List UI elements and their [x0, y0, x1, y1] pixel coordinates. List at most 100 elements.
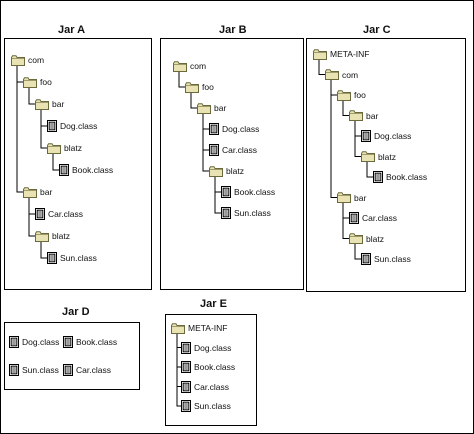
folder-icon [325, 69, 339, 80]
folder-icon [23, 76, 37, 88]
class-file-icon [9, 336, 19, 348]
tree-node-label: Book.class [76, 337, 118, 347]
tree-node-foo[interactable]: foo [23, 75, 52, 89]
tree-node-label: foo [40, 77, 52, 87]
tree-node-label: META-INF [330, 49, 370, 59]
tree-node-label: META-INF [188, 323, 228, 333]
tree-node-com[interactable]: com [11, 53, 44, 67]
class-file-icon [35, 208, 45, 220]
tree-node-label: Dog.class [22, 337, 60, 347]
tree-node-book-class[interactable]: Book.class [59, 163, 113, 177]
tree-node-com[interactable]: com [173, 59, 206, 73]
tree-node-dog-class[interactable]: Dog.class [209, 122, 259, 136]
jar-e-title: Jar E [200, 298, 227, 310]
tree-node-label: Car.class [76, 365, 111, 375]
tree-node-label: Dog.class [60, 121, 98, 131]
tree-node-blatz[interactable]: blatz [361, 150, 396, 164]
tree-node-blatz[interactable]: blatz [349, 232, 384, 246]
folder-icon [35, 98, 49, 110]
folder-icon [35, 230, 49, 242]
folder-icon [337, 89, 351, 101]
tree-node-label: Dog.class [222, 124, 260, 134]
tree-node-label: Car.class [222, 145, 257, 155]
folder-icon [47, 142, 61, 154]
class-file-icon [59, 164, 69, 176]
tree-node-label: Book.class [386, 172, 428, 182]
tree-node-bar[interactable]: bar [197, 101, 226, 115]
class-file-icon [9, 364, 19, 376]
folder-icon [361, 151, 375, 162]
jar-d-title: Jar D [62, 306, 90, 318]
tree-node-label: Car.class [48, 209, 83, 219]
tree-node-label: blatz [64, 143, 82, 153]
class-file-icon [63, 336, 73, 348]
tree-node-foo[interactable]: foo [185, 80, 214, 94]
tree-node-sun-class[interactable]: Sun.class [221, 206, 271, 220]
tree-node-label: Sun.class [194, 401, 231, 411]
tree-node-bar[interactable]: bar [35, 97, 64, 111]
tree-node-sun-class[interactable]: Sun.class [47, 251, 97, 265]
tree-node-car-class[interactable]: Car.class [63, 363, 111, 377]
folder-icon [11, 54, 25, 66]
class-file-icon [209, 144, 219, 156]
tree-node-bar[interactable]: bar [337, 191, 366, 205]
tree-node-meta-inf[interactable]: META-INF [313, 47, 370, 61]
class-file-icon [181, 341, 191, 354]
tree-node-label: com [28, 55, 45, 65]
tree-node-sun-class[interactable]: Sun.class [361, 252, 411, 266]
tree-node-blatz[interactable]: blatz [47, 141, 82, 155]
tree-node-bar[interactable]: bar [349, 109, 378, 123]
tree-node-blatz[interactable]: blatz [35, 229, 70, 243]
tree-node-sun-class[interactable]: Sun.class [9, 363, 59, 377]
tree-node-dog-class[interactable]: Dog.class [9, 335, 59, 349]
tree-node-dog-class[interactable]: Dog.class [361, 129, 411, 143]
tree-node-label: com [190, 61, 207, 71]
tree-node-label: Dog.class [194, 342, 232, 353]
tree-node-dog-class[interactable]: Dog.class [47, 119, 97, 133]
jar-c-title: Jar C [363, 24, 391, 36]
tree-node-com[interactable]: com [325, 68, 358, 82]
tree-node-label: bar [354, 192, 367, 203]
tree-node-label: blatz [52, 231, 70, 241]
tree-node-book-class[interactable]: Book.class [373, 170, 427, 184]
tree-node-label: bar [40, 187, 53, 197]
tree-node-bar[interactable]: bar [23, 185, 52, 199]
tree-node-label: foo [354, 90, 366, 100]
tree-node-book-class[interactable]: Book.class [221, 185, 275, 199]
folder-icon [171, 322, 185, 334]
tree-node-label: Book.class [194, 362, 236, 372]
tree-node-book-class[interactable]: Book.class [63, 335, 117, 349]
tree-node-car-class[interactable]: Car.class [35, 207, 83, 221]
tree-node-label: blatz [226, 166, 244, 176]
class-file-icon [63, 364, 73, 376]
tree-node-label: Book.class [234, 187, 276, 197]
tree-node-label: bar [366, 110, 379, 121]
tree-node-label: Car.class [362, 213, 397, 223]
jar-a-title: Jar A [58, 24, 86, 36]
tree-node-car-class[interactable]: Car.class [349, 211, 397, 225]
class-file-icon [181, 380, 191, 393]
folder-icon [197, 102, 211, 114]
tree-node-dog-class[interactable]: Dog.class [181, 341, 231, 355]
tree-node-car-class[interactable]: Car.class [181, 380, 229, 394]
tree-node-blatz[interactable]: blatz [209, 164, 244, 178]
class-file-icon [361, 130, 371, 142]
tree-node-meta-inf[interactable]: META-INF [171, 321, 228, 335]
tree-node-car-class[interactable]: Car.class [209, 143, 257, 157]
tree-node-sun-class[interactable]: Sun.class [181, 399, 231, 413]
folder-icon [313, 48, 327, 60]
tree-node-label: Sun.class [234, 208, 271, 218]
folder-icon [337, 192, 351, 203]
tree-node-foo[interactable]: foo [337, 88, 366, 102]
tree-node-label: bar [214, 103, 227, 113]
tree-node-label: Sun.class [374, 254, 411, 264]
tree-node-label: Car.class [194, 381, 229, 392]
tree-node-label: blatz [378, 151, 396, 162]
tree-node-book-class[interactable]: Book.class [181, 360, 235, 374]
class-file-icon [221, 186, 231, 198]
folder-icon [173, 60, 187, 72]
tree-node-label: foo [202, 82, 214, 92]
